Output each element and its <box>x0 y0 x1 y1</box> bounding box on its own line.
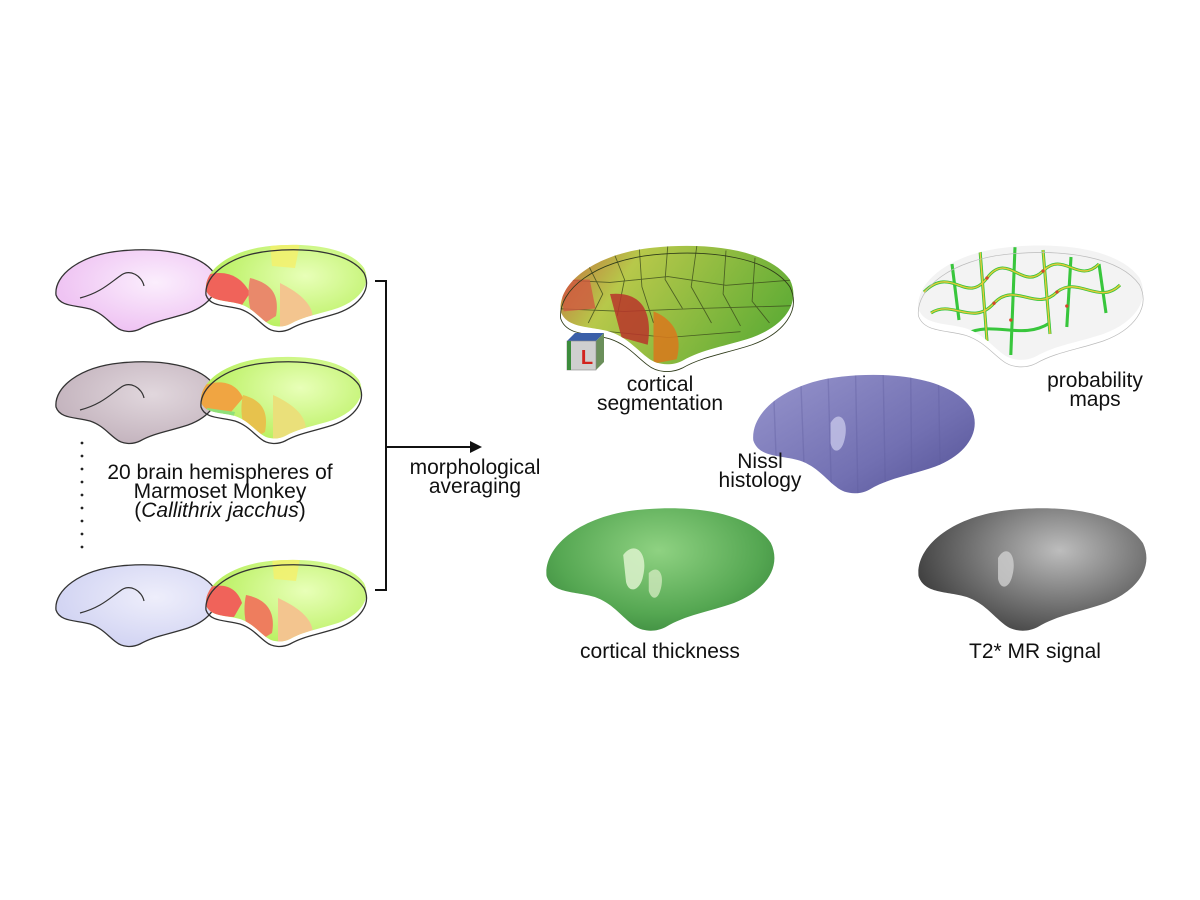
process-line-2: averaging <box>428 475 522 498</box>
probability-line-1: probability <box>1047 369 1143 392</box>
source-line-3: (Callithrix jacchus) <box>60 499 380 522</box>
segmentation-line-2: segmentation <box>596 392 724 415</box>
hemisphere-drawing-lavender <box>55 564 218 648</box>
thickness-brain <box>546 508 775 631</box>
segmentation-label: cortical segmentation <box>570 373 750 415</box>
hemisphere-colored-map-2 <box>200 356 363 445</box>
process-line-1: morphological <box>409 456 541 479</box>
process-label: morphological averaging <box>380 456 570 498</box>
probability-line-2: maps <box>1069 388 1121 411</box>
hemisphere-drawing-pink <box>55 249 218 333</box>
orientation-cube-label: L <box>581 347 593 369</box>
source-line-2: Marmoset Monkey <box>133 480 307 503</box>
probability-maps-brain <box>917 245 1144 368</box>
averaging-bracket <box>375 280 475 591</box>
probability-label: probability maps <box>1010 369 1180 411</box>
source-line-1: 20 brain hemispheres of <box>107 461 333 484</box>
thickness-line-1: cortical thickness <box>580 640 740 663</box>
nissl-label: Nissl histology <box>690 450 830 492</box>
species-name: Callithrix jacchus <box>141 499 299 522</box>
segmentation-line-1: cortical <box>626 373 694 396</box>
ellipsis-dots <box>80 441 84 549</box>
hemisphere-drawing-taupe <box>55 361 218 445</box>
hemisphere-row-1 <box>55 244 368 333</box>
species-open-paren: ( <box>134 499 142 522</box>
nissl-line-2: histology <box>718 469 802 492</box>
hemisphere-row-2 <box>55 356 363 445</box>
hemisphere-colored-map-3 <box>205 559 368 648</box>
orientation-cube-icon: L <box>566 333 604 371</box>
t2-line-1: T2* MR signal <box>969 640 1101 663</box>
hemisphere-colored-map-1 <box>205 244 368 333</box>
t2-brain <box>918 508 1147 631</box>
t2-label: T2* MR signal <box>920 640 1150 663</box>
source-description: 20 brain hemispheres of Marmoset Monkey … <box>60 461 380 522</box>
nissl-line-1: Nissl <box>737 450 783 473</box>
species-close-paren: ) <box>298 499 306 522</box>
arrow-head <box>470 441 482 453</box>
thickness-label: cortical thickness <box>530 640 790 663</box>
hemisphere-row-3 <box>55 559 368 648</box>
